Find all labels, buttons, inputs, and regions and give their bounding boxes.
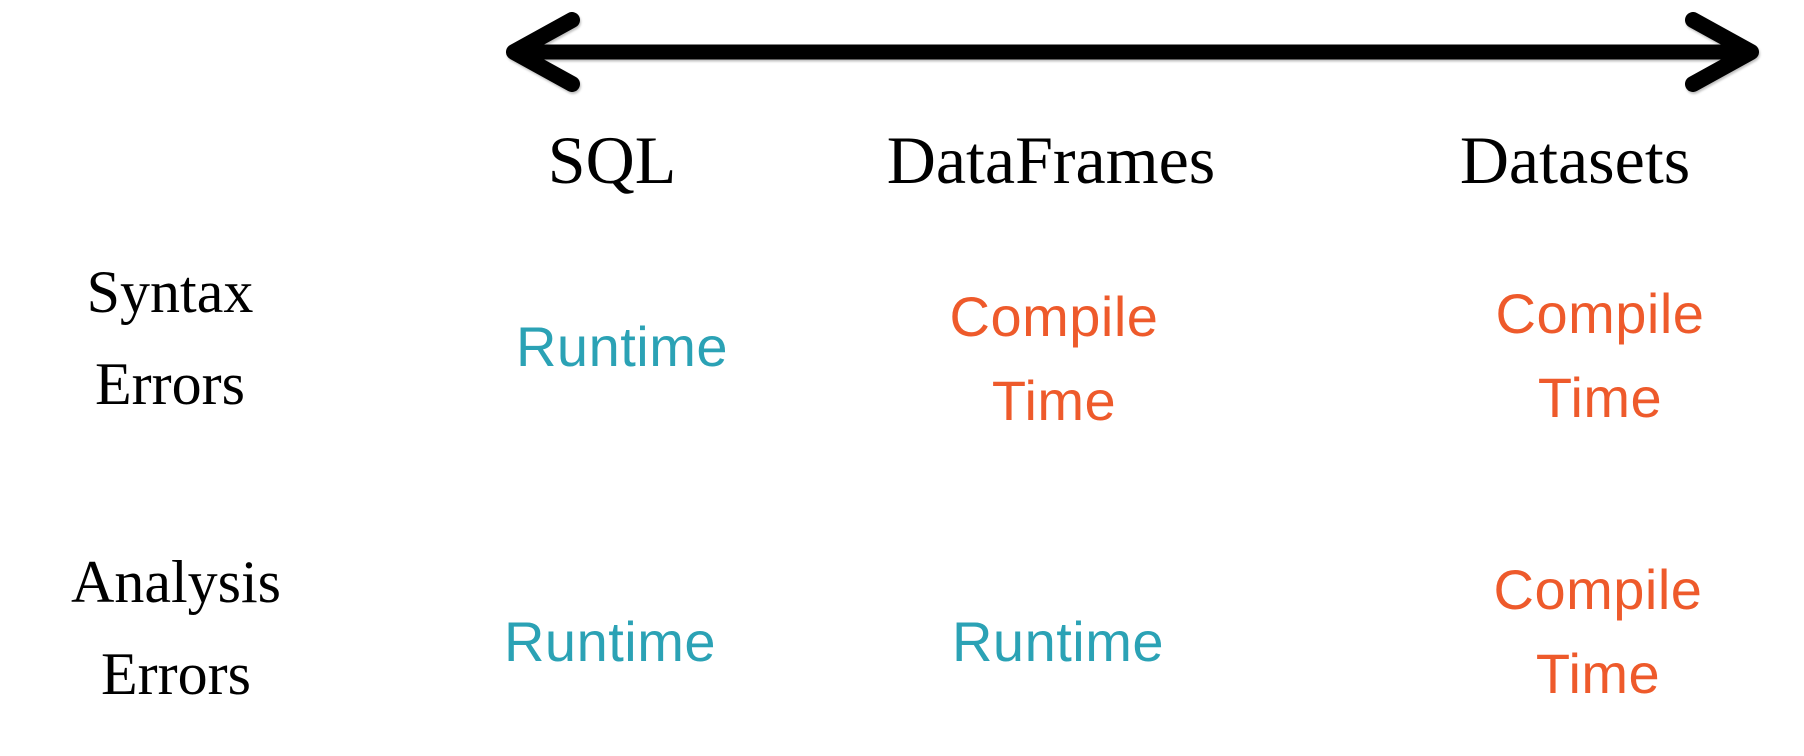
cell-analysis-dataframes: Runtime — [951, 610, 1165, 673]
column-header-dataframes: DataFrames — [886, 122, 1216, 198]
cell-syntax-dataframes: Compile Time — [949, 285, 1159, 432]
row-label-syntax-errors: Syntax Errors — [86, 259, 254, 417]
column-header-sql: SQL — [547, 122, 677, 198]
cell-syntax-datasets: Compile Time — [1495, 282, 1705, 429]
cell-syntax-sql: Runtime — [515, 315, 729, 378]
cell-analysis-sql: Runtime — [503, 610, 717, 673]
row-label-analysis-errors: Analysis Errors — [71, 549, 281, 707]
cell-analysis-datasets: Compile Time — [1493, 558, 1703, 705]
column-header-datasets: Datasets — [1459, 122, 1691, 198]
double-headed-arrow-icon — [506, 12, 1759, 92]
